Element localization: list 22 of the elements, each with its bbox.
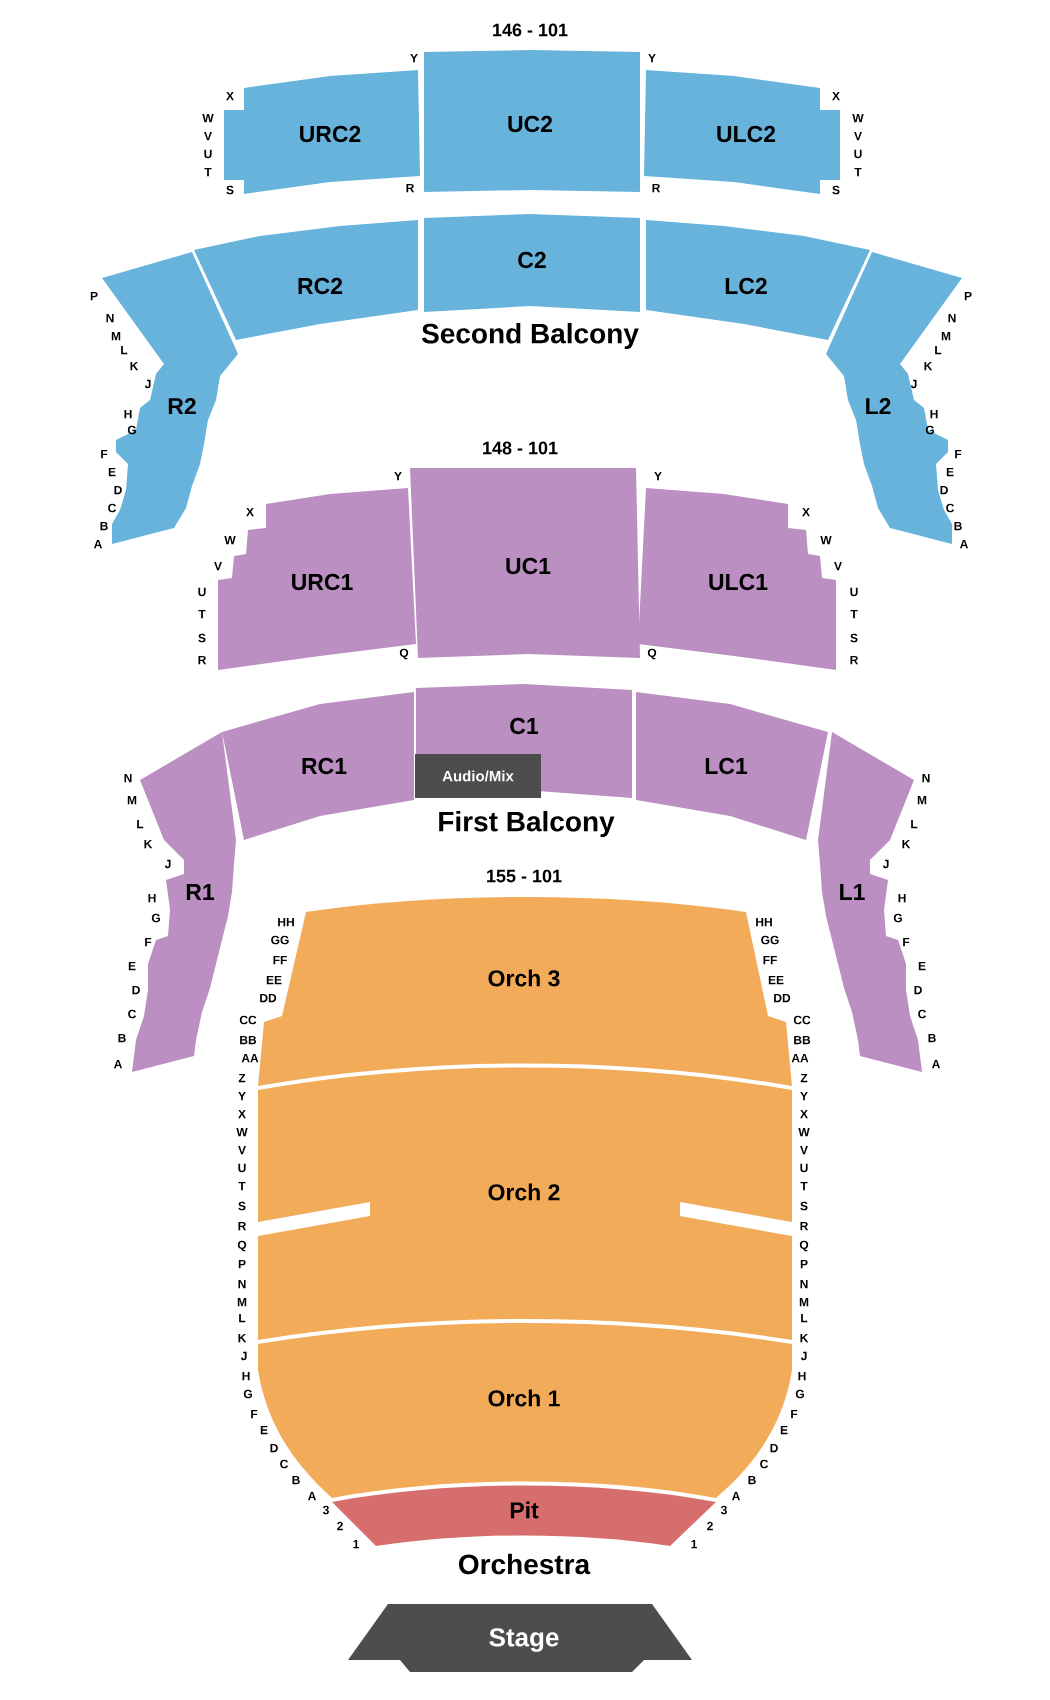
node-label: Orch 2 [488, 1183, 560, 1201]
node-label: URC1 [292, 573, 353, 591]
node-label: C1 [510, 717, 539, 735]
level-label: Orchestra [459, 1553, 591, 1575]
node-label: LC2 [725, 277, 767, 295]
node-label: RC1 [302, 757, 347, 775]
seat-range-label: 155 - 101 [487, 869, 562, 883]
seating-section: Orch 2 [258, 1067, 792, 1340]
stage: Stage [348, 1604, 692, 1672]
seating-section: UC1 [410, 468, 640, 658]
seating-section: RC1 [222, 692, 414, 840]
seating-section: C2 [424, 214, 640, 312]
level-label: First Balcony [439, 810, 615, 838]
node-label: Orch 3 [488, 969, 560, 987]
seating-section: LC2 [646, 220, 870, 340]
seating-section: RC2 [194, 220, 418, 340]
seating-section: LC1 [636, 692, 828, 840]
seating-section: UC2 [424, 50, 640, 192]
seat-range-label: 146 - 101 [493, 23, 568, 37]
seat-range-label: 148 - 101 [483, 441, 558, 455]
node-label: RC2 [298, 277, 343, 295]
level-label: Second Balcony [421, 322, 639, 350]
